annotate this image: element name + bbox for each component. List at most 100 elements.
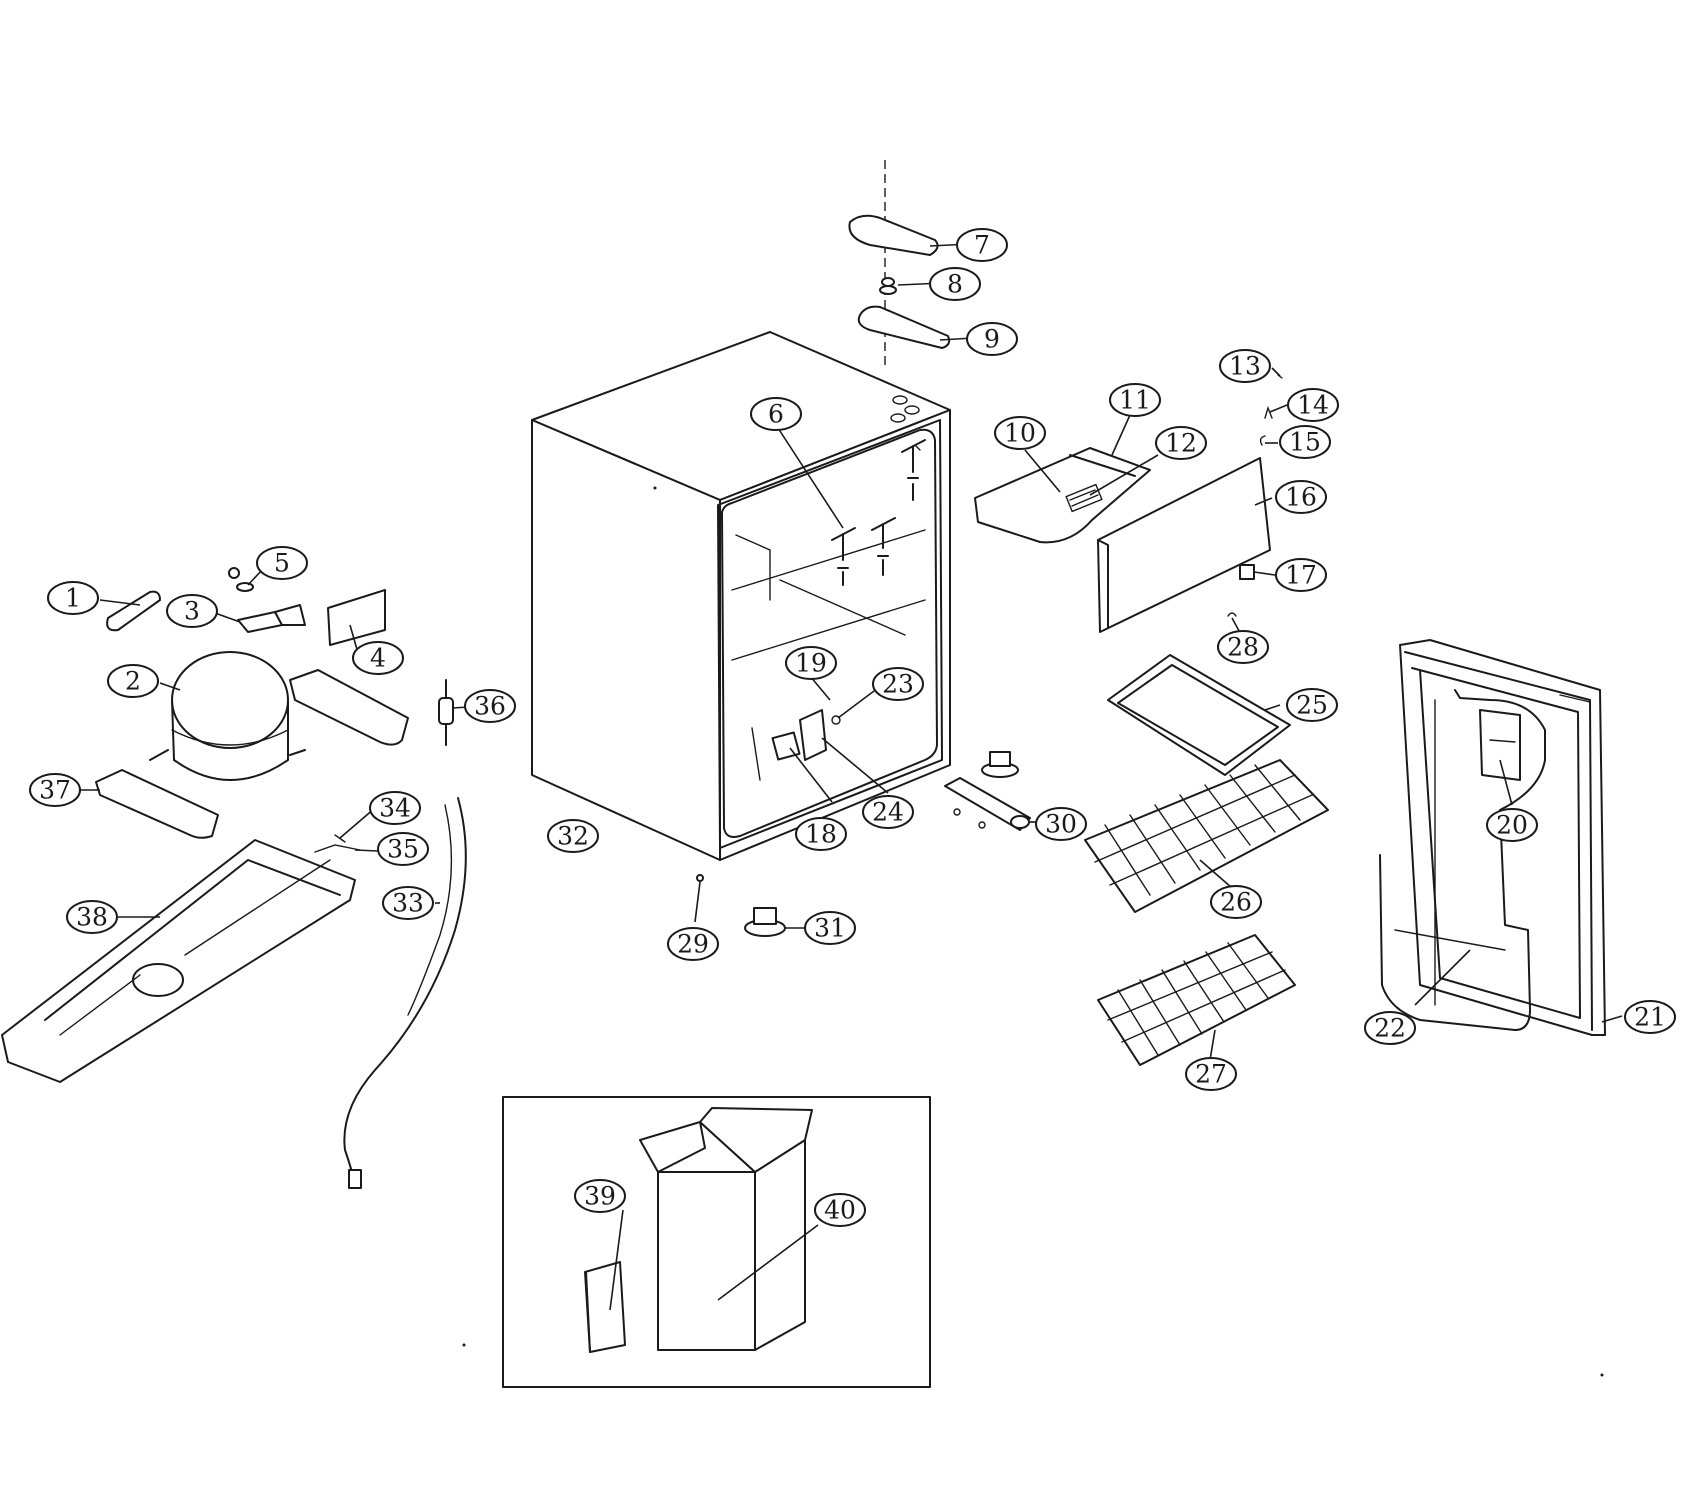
wire-shelf-lower — [1097, 934, 1296, 1066]
callout-38: 38 — [66, 900, 118, 934]
callout-19: 19 — [785, 646, 837, 680]
callout-9: 9 — [966, 322, 1018, 356]
callout-18: 18 — [795, 817, 847, 851]
callout-37: 37 — [29, 773, 81, 807]
leveling-foot — [744, 907, 786, 937]
callout-12: 12 — [1155, 426, 1207, 460]
spring-14 — [1264, 405, 1273, 419]
freezer-latch — [1239, 564, 1255, 580]
svg-text:36: 36 — [474, 692, 506, 721]
svg-text:1: 1 — [65, 584, 81, 613]
power-cord — [343, 797, 467, 1186]
svg-text:2: 2 — [125, 667, 141, 696]
svg-text:16: 16 — [1285, 483, 1317, 512]
callout-36: 36 — [464, 689, 516, 723]
shipping-carton — [639, 1107, 813, 1351]
svg-text:32: 32 — [557, 822, 589, 851]
svg-text:25: 25 — [1296, 691, 1328, 720]
callout-14: 14 — [1287, 388, 1339, 422]
instruction-manual — [584, 1261, 626, 1353]
start-relay — [237, 604, 306, 633]
pin-15 — [1259, 435, 1266, 446]
svg-text:17: 17 — [1285, 561, 1317, 590]
svg-text:7: 7 — [974, 231, 990, 260]
screw-29 — [696, 874, 704, 882]
callout-15: 15 — [1279, 425, 1331, 459]
svg-text:19: 19 — [795, 649, 827, 678]
callout-24: 24 — [862, 795, 914, 829]
connector-36 — [438, 679, 454, 746]
callout-25: 25 — [1286, 688, 1338, 722]
callout-39: 39 — [574, 1179, 626, 1213]
callout-31: 31 — [804, 911, 856, 945]
top-hinge-bracket — [857, 305, 951, 349]
shelf-support-pegs — [831, 439, 926, 586]
svg-text:26: 26 — [1220, 888, 1252, 917]
callout-20: 20 — [1486, 808, 1538, 842]
thermostat-assembly — [771, 709, 841, 761]
svg-text:9: 9 — [984, 325, 1000, 354]
compressor-mount-plate-left — [95, 769, 219, 839]
svg-text:14: 14 — [1297, 391, 1329, 420]
packaging-inset-frame — [502, 1096, 931, 1388]
svg-text:28: 28 — [1227, 633, 1259, 662]
svg-text:37: 37 — [39, 776, 71, 805]
callout-21: 21 — [1624, 1000, 1676, 1034]
svg-text:13: 13 — [1229, 352, 1261, 381]
svg-text:33: 33 — [392, 889, 424, 918]
drip-tray — [1107, 654, 1291, 776]
callout-10: 10 — [994, 416, 1046, 450]
svg-text:38: 38 — [76, 903, 108, 932]
freezer-door — [1097, 457, 1271, 633]
callout-11: 11 — [1109, 383, 1161, 417]
callout-32: 32 — [547, 819, 599, 853]
refrigerator-cabinet — [531, 331, 951, 861]
svg-text:8: 8 — [947, 270, 963, 299]
callout-5: 5 — [256, 546, 308, 580]
callout-16: 16 — [1275, 480, 1327, 514]
callout-13: 13 — [1219, 349, 1271, 383]
callout-22: 22 — [1364, 1011, 1416, 1045]
svg-text:39: 39 — [584, 1182, 616, 1211]
svg-text:21: 21 — [1634, 1003, 1666, 1032]
freezer-evaporator — [974, 447, 1151, 544]
leveling-foot-upper — [981, 751, 1019, 778]
callout-23: 23 — [872, 667, 924, 701]
callout-4: 4 — [352, 641, 404, 675]
drier-tube — [106, 590, 161, 632]
svg-text:30: 30 — [1045, 810, 1077, 839]
callout-28: 28 — [1217, 630, 1269, 664]
svg-text:29: 29 — [677, 930, 709, 959]
callout-40: 40 — [814, 1193, 866, 1227]
svg-text:40: 40 — [824, 1196, 856, 1225]
svg-text:12: 12 — [1165, 429, 1197, 458]
scan-dot — [462, 1343, 466, 1347]
svg-text:23: 23 — [882, 670, 914, 699]
compressor-base-plate — [1, 839, 356, 1083]
svg-text:10: 10 — [1004, 419, 1036, 448]
callout-2: 2 — [107, 664, 159, 698]
scan-dot — [1600, 1373, 1604, 1377]
svg-text:18: 18 — [805, 820, 837, 849]
power-cord-branch — [407, 804, 453, 1016]
svg-text:20: 20 — [1496, 811, 1528, 840]
hinge-washer — [879, 277, 897, 295]
scan-dot — [653, 486, 657, 490]
svg-text:11: 11 — [1119, 386, 1151, 415]
callout-35: 35 — [377, 832, 429, 866]
compressor-mount-plate-right — [289, 669, 409, 746]
bottom-hinge — [944, 777, 1031, 831]
svg-text:5: 5 — [274, 549, 290, 578]
callout-1: 1 — [47, 581, 99, 615]
callout-29: 29 — [667, 927, 719, 961]
power-plug — [348, 1169, 362, 1189]
screw-28 — [1227, 612, 1237, 617]
svg-text:31: 31 — [814, 914, 846, 943]
clip-35 — [314, 844, 361, 853]
svg-text:15: 15 — [1289, 428, 1321, 457]
callout-26: 26 — [1210, 885, 1262, 919]
top-hinge-cover — [848, 214, 939, 256]
door-assembly — [1379, 639, 1606, 1036]
callout-27: 27 — [1185, 1057, 1237, 1091]
